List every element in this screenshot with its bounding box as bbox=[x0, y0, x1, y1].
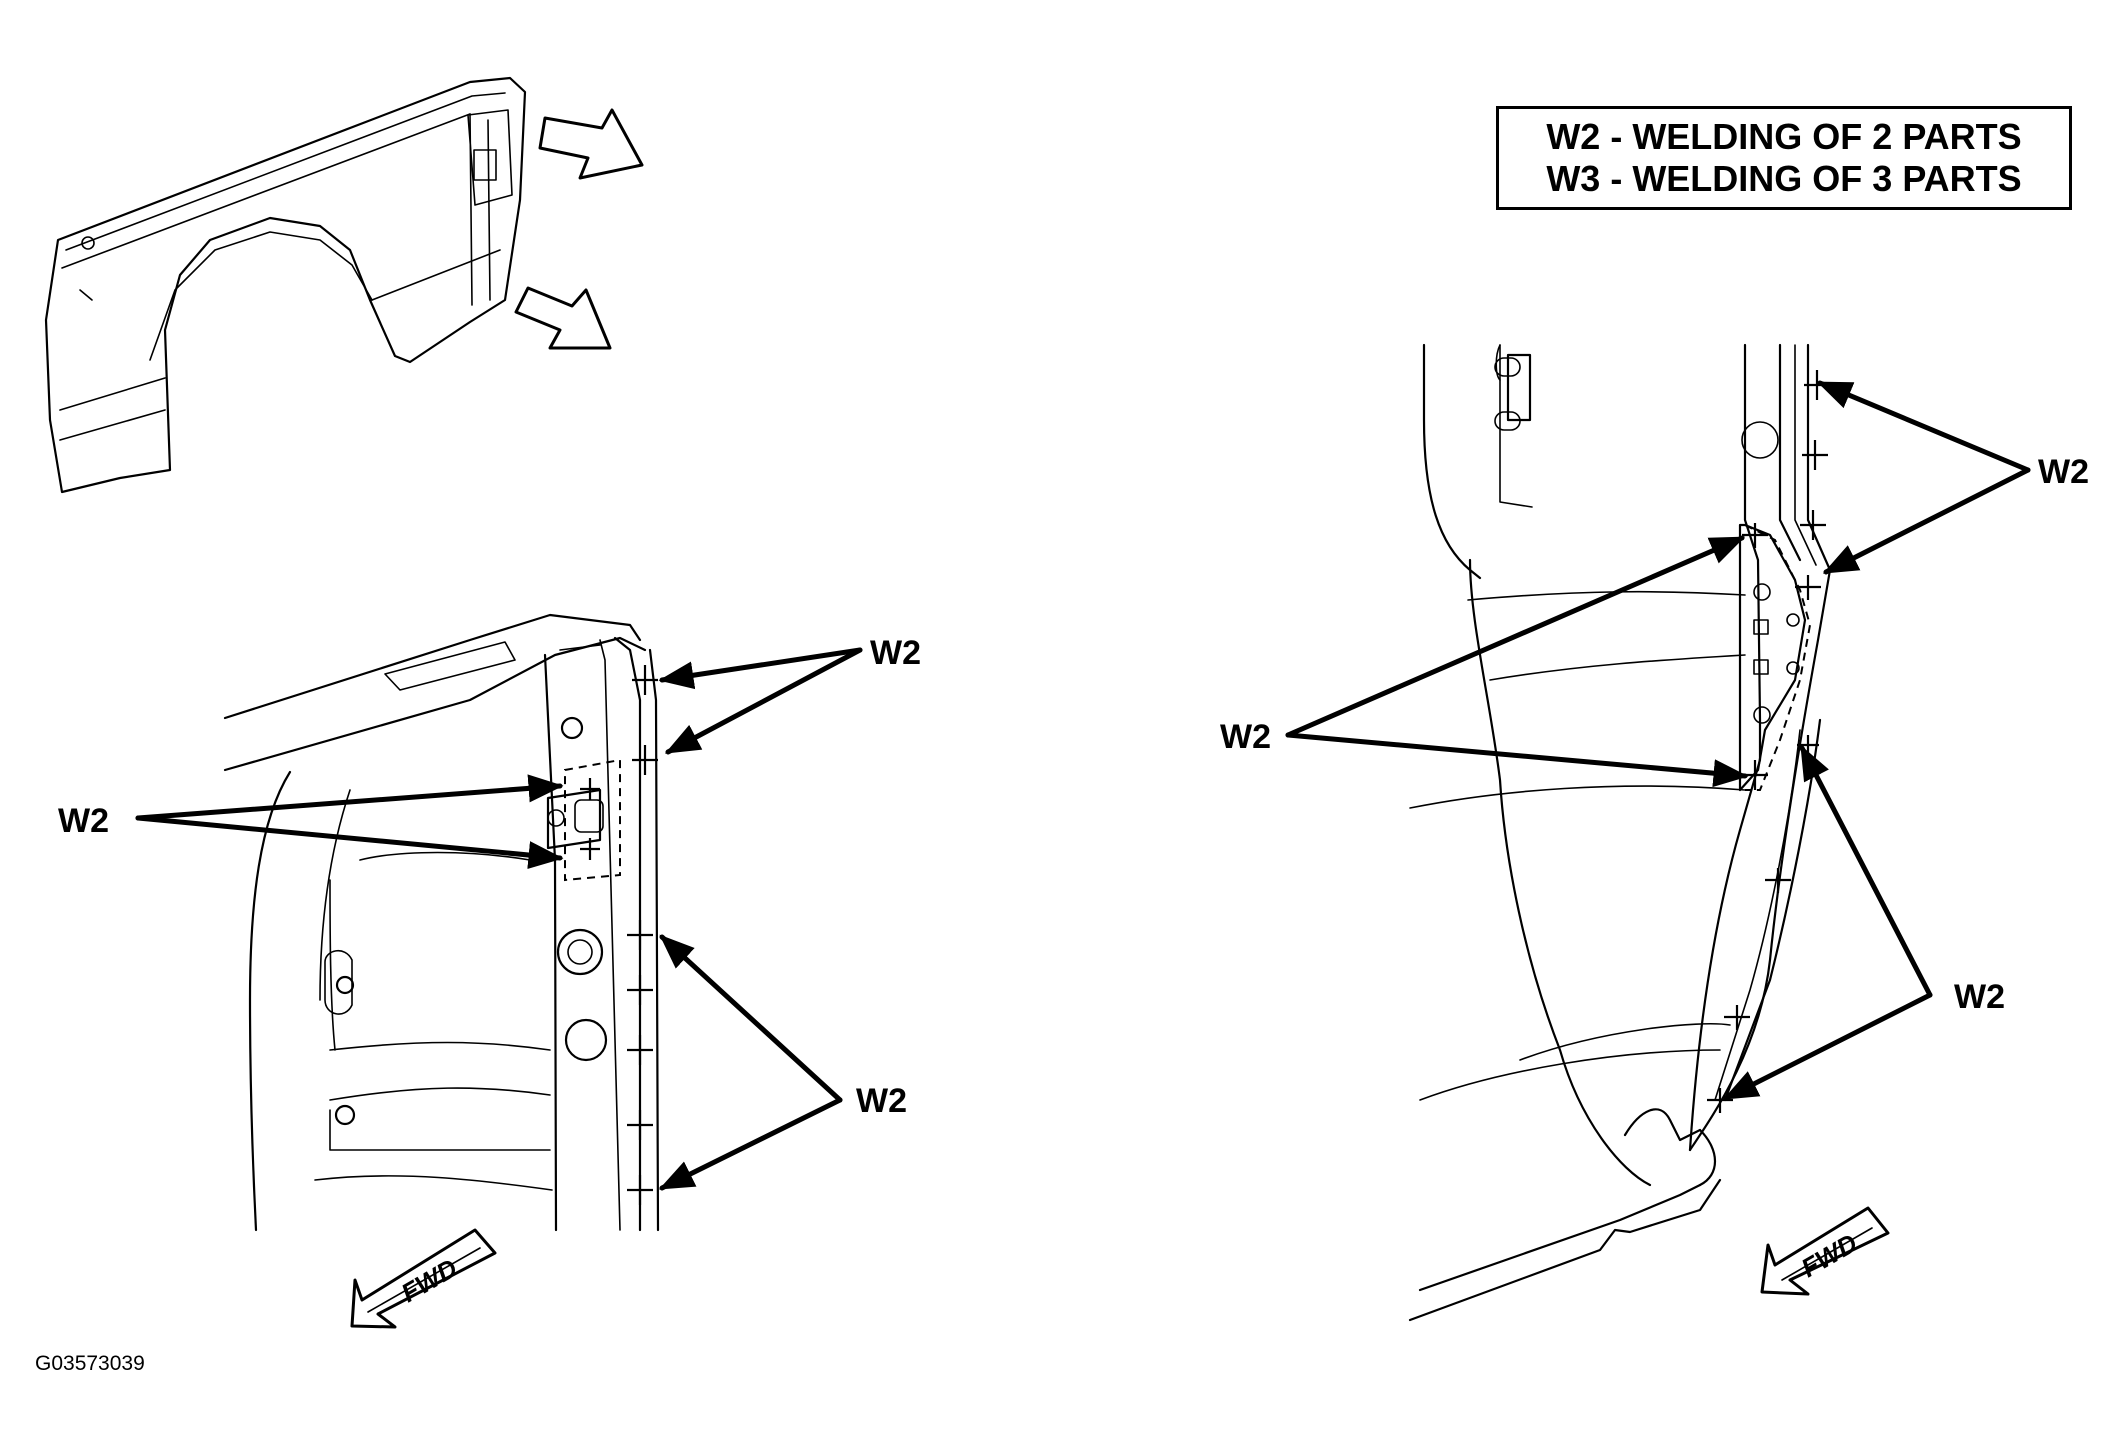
callout-w2-right-middle: W2 bbox=[1220, 718, 1271, 756]
fwd-arrow-right bbox=[1760, 1206, 1890, 1296]
fender-panel-overview bbox=[44, 76, 527, 494]
legend-box: W2 - WELDING OF 2 PARTS W3 - WELDING OF … bbox=[1496, 106, 2072, 210]
legend-line-w2: W2 - WELDING OF 2 PARTS bbox=[1546, 116, 2022, 157]
callout-w2-left-bottom: W2 bbox=[856, 1082, 907, 1120]
fwd-arrow-left bbox=[350, 1228, 497, 1329]
left-pillar-detail bbox=[223, 613, 660, 1232]
right-callout-arrows bbox=[1285, 380, 2031, 1101]
figure-id: G03573039 bbox=[35, 1352, 145, 1375]
view-arrow-lower bbox=[514, 286, 612, 350]
left-callout-arrows bbox=[135, 647, 863, 1191]
callout-w2-left-middle: W2 bbox=[58, 802, 109, 840]
right-pillar-detail bbox=[1408, 343, 1832, 1322]
callout-w2-left-top: W2 bbox=[870, 634, 921, 672]
callout-w2-right-bottom: W2 bbox=[1954, 978, 2005, 1016]
view-arrow-upper bbox=[538, 108, 644, 180]
callout-w2-right-top: W2 bbox=[2038, 453, 2089, 491]
legend-line-w3: W3 - WELDING OF 3 PARTS bbox=[1546, 158, 2022, 199]
